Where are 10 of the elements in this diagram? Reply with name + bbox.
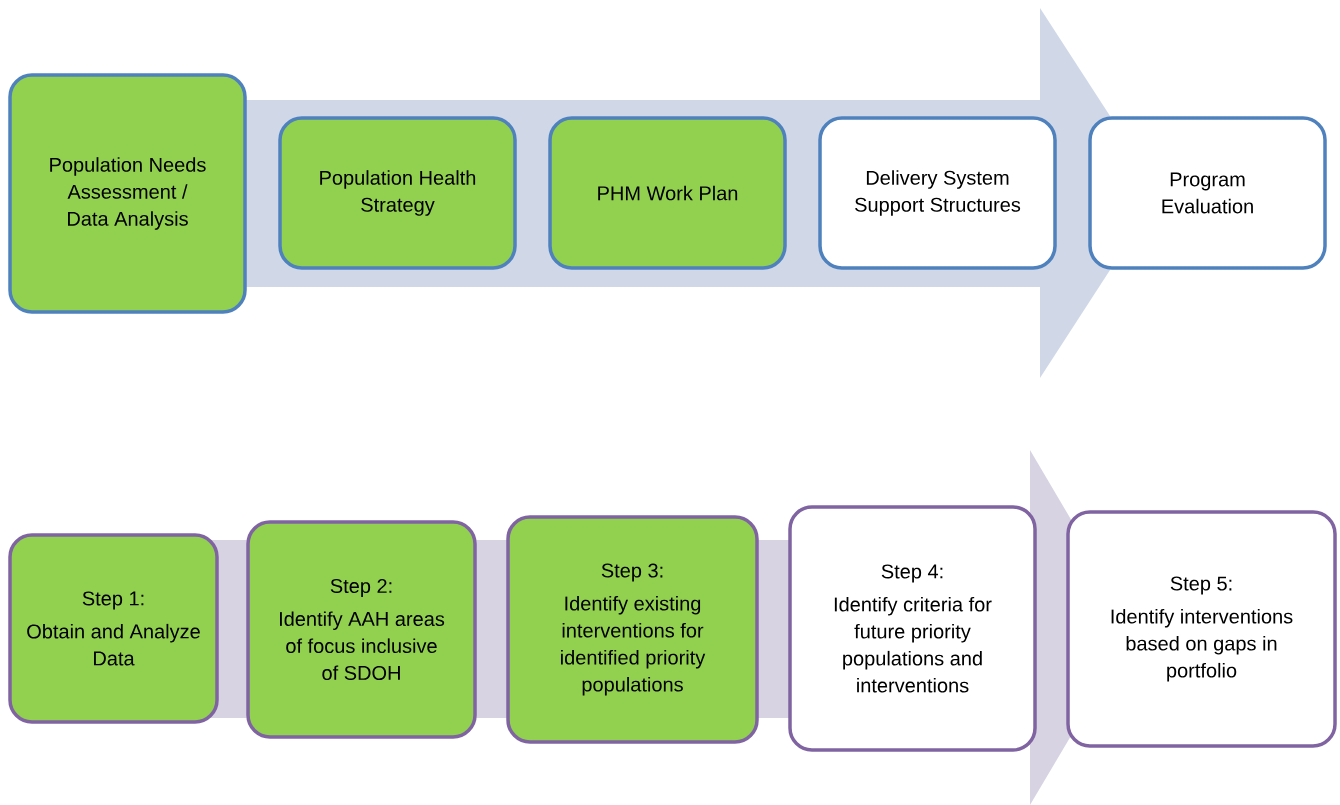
process-box: Step 2: Identify AAH areas of focus inclusive of SDOH: [246, 520, 477, 739]
process-box: Population Needs Assessment / Data Analysis: [8, 73, 247, 314]
process-box: PHM Work Plan: [548, 116, 787, 270]
process-box: Step 4: Identify criteria for future priority populations and interventions: [788, 505, 1037, 752]
process-box: Step 1: Obtain and Analyze Data: [8, 533, 219, 724]
process-box: Delivery System Support Structures: [818, 116, 1057, 270]
process-box: Program Evaluation: [1088, 116, 1327, 270]
process-box: Step 5: Identify interventions based on gaps in portfolio: [1066, 510, 1337, 748]
process-box: Step 3: Identify existing interventions for identified priority populations: [506, 515, 759, 744]
process-box: Population Health Strategy: [278, 116, 517, 270]
